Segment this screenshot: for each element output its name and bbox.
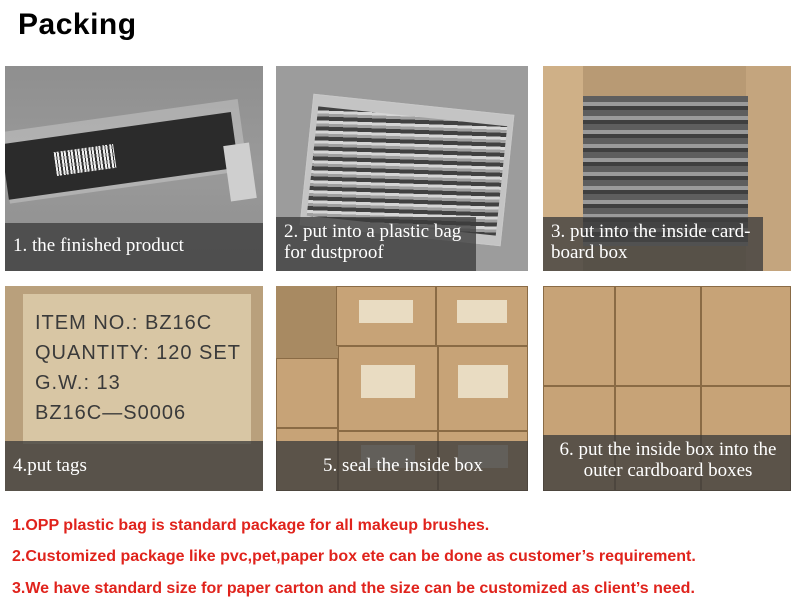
note-3: 3.We have standard size for paper carton…	[12, 580, 695, 597]
photo-finished-product: 1. the finished product	[5, 66, 263, 271]
carton	[336, 286, 436, 346]
tag-item-no: ITEM NO.: BZ16C	[35, 312, 213, 334]
carton-label	[456, 299, 508, 323]
shipping-label	[23, 294, 251, 444]
step-caption: 6. put the inside box into the outer car…	[543, 435, 791, 491]
carton-label	[360, 365, 416, 399]
page-title: Packing	[18, 8, 137, 41]
note-1: 1.OPP plastic bag is standard package fo…	[12, 517, 490, 534]
carton	[543, 286, 615, 386]
hang-tab	[223, 142, 257, 202]
step-caption: 5. seal the inside box	[276, 441, 528, 491]
carton	[701, 286, 791, 386]
note-2: 2.Customized package like pvc,pet,paper …	[12, 548, 696, 565]
tag-code: BZ16C—S0006	[35, 402, 187, 424]
carton	[276, 358, 338, 428]
photo-outer-boxes: 6. put the inside box into the outer car…	[543, 286, 791, 491]
photo-inside-box: 3. put into the inside card-board box	[543, 66, 791, 271]
step-caption: 1. the finished product	[5, 223, 263, 271]
carton-label	[358, 299, 414, 323]
carton	[338, 346, 438, 431]
photo-plastic-bag: 2. put into a plastic bag for dustproof	[276, 66, 528, 271]
carton	[438, 346, 528, 431]
tag-gross-weight: G.W.: 13	[35, 372, 121, 394]
step-caption: 4.put tags	[5, 441, 263, 491]
tag-quantity: QUANTITY: 120 SET	[35, 342, 241, 364]
step-caption: 3. put into the inside card-board box	[543, 217, 763, 271]
carton	[615, 286, 701, 386]
carton	[436, 286, 528, 346]
step-caption: 2. put into a plastic bag for dustproof	[276, 217, 476, 271]
carton-label	[458, 365, 508, 399]
photo-sealed-boxes: 5. seal the inside box	[276, 286, 528, 491]
photo-tag: ITEM NO.: BZ16C QUANTITY: 120 SET G.W.: …	[5, 286, 263, 491]
